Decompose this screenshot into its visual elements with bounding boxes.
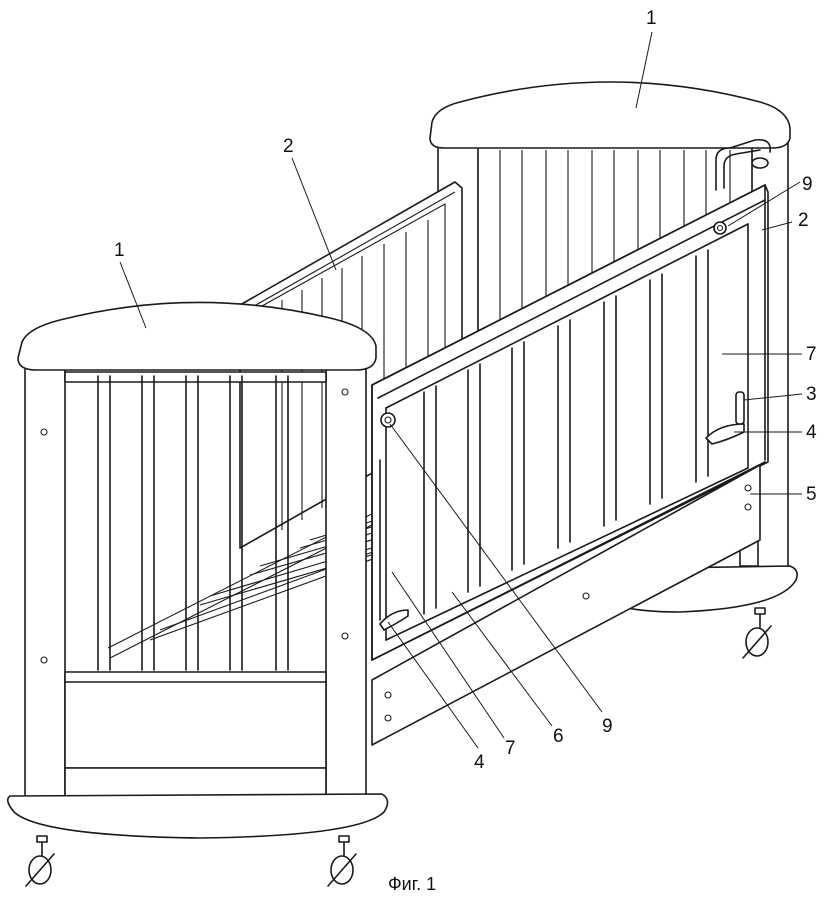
label-part9-top: 9 (802, 174, 813, 195)
label-side-front: 2 (798, 210, 809, 231)
label-part6: 6 (553, 726, 564, 747)
label-part4-bottom: 4 (474, 752, 485, 773)
leader-lines (119, 31, 803, 749)
part-labels: 1 1 2 2 9 7 3 4 5 9 6 7 4 (114, 8, 817, 773)
label-head-near: 1 (114, 240, 125, 261)
label-head-far: 1 (646, 8, 657, 29)
label-part3: 3 (806, 384, 817, 405)
caster-wheel-middle (327, 835, 357, 887)
caster-wheel-left (25, 835, 55, 887)
caster-wheel-right (742, 607, 772, 659)
label-side-back: 2 (283, 136, 294, 157)
label-part4-right: 4 (806, 422, 817, 443)
figure-caption: Фиг. 1 (388, 874, 436, 894)
label-part9-bottom: 9 (602, 716, 613, 737)
label-part7-right: 7 (806, 344, 817, 365)
near-headboard (6, 301, 389, 839)
front-side-rail (371, 138, 772, 661)
label-part7-bottom: 7 (505, 738, 516, 759)
lower-side-board (371, 464, 761, 746)
label-part5: 5 (806, 484, 817, 505)
